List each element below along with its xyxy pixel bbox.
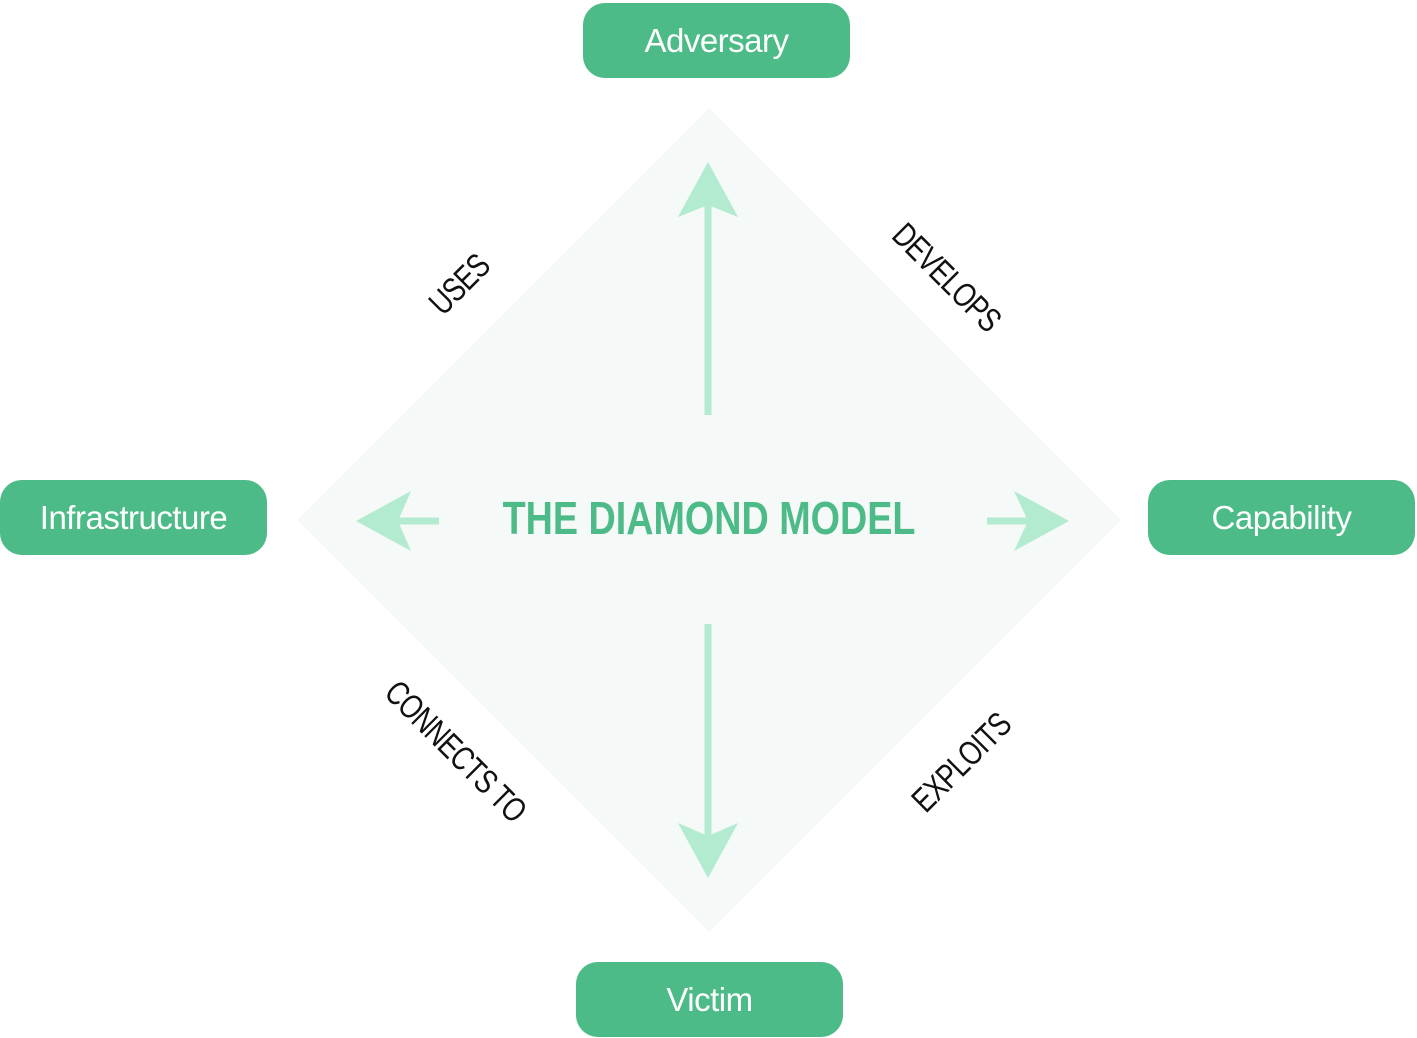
node-victim-label: Victim [666, 980, 753, 1018]
node-capability: Capability [1148, 480, 1415, 555]
diagram-title: THE DIAMOND MODEL [502, 492, 916, 544]
arrow-right-icon [987, 491, 1069, 551]
diamond-shape [297, 108, 1121, 932]
node-adversary: Adversary [583, 3, 850, 78]
arrow-up-icon [678, 162, 738, 415]
arrow-left-icon [356, 491, 439, 551]
node-infrastructure-label: Infrastructure [39, 498, 228, 536]
node-infrastructure: Infrastructure [0, 480, 267, 555]
node-victim: Victim [576, 962, 843, 1037]
arrow-down-icon [678, 624, 738, 878]
node-adversary-label: Adversary [644, 21, 789, 59]
node-capability-label: Capability [1211, 498, 1352, 536]
